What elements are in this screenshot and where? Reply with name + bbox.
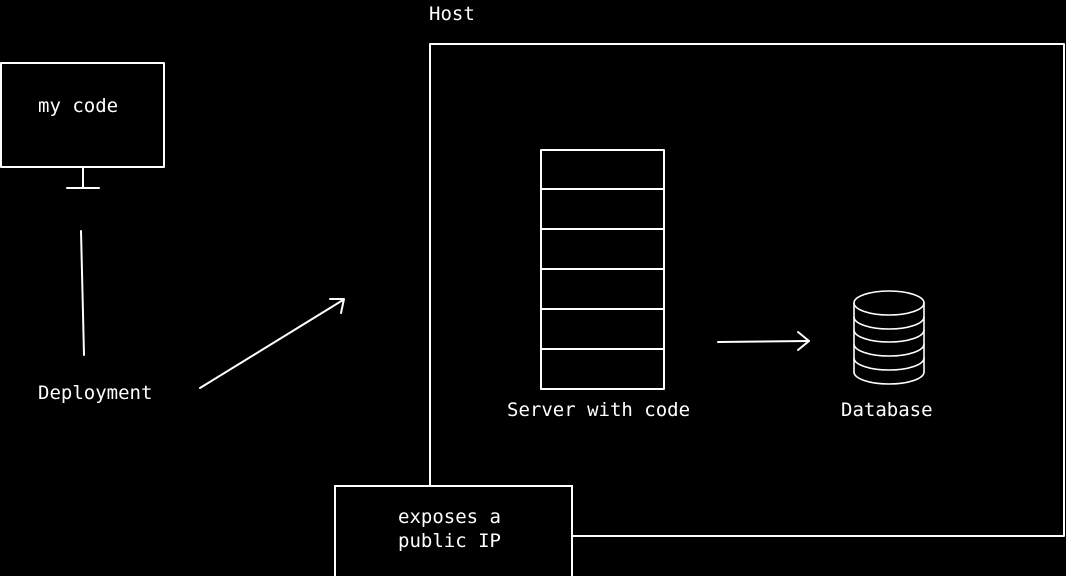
host-label: Host: [429, 3, 475, 25]
server-rack-icon: [540, 149, 665, 390]
database-label: Database: [841, 399, 933, 421]
deployment-arrow: [199, 298, 345, 389]
database-ring: [853, 316, 925, 330]
deployment-arrow-shaft: [199, 299, 344, 389]
deployment-arrow-head: [329, 298, 345, 314]
database-top: [853, 290, 925, 316]
deployment-label: Deployment: [38, 382, 153, 404]
database-ring: [853, 329, 925, 343]
database-icon: [853, 290, 925, 385]
code-to-deployment-line: [80, 230, 85, 356]
server-to-database-arrow: [717, 331, 810, 351]
server-label: Server with code: [507, 399, 691, 421]
public-ip-box: [334, 485, 573, 576]
server-to-database-arrow-shaft: [717, 340, 810, 343]
my-code-label: my code: [38, 95, 119, 117]
database-bottom: [853, 371, 925, 385]
database-ring: [853, 343, 925, 357]
public-ip-label: exposes a public IP: [398, 506, 501, 552]
host-container: [429, 43, 1065, 537]
server-to-database-arrow-head: [797, 331, 810, 351]
database-ring: [853, 357, 925, 371]
monitor-icon: [0, 62, 165, 189]
